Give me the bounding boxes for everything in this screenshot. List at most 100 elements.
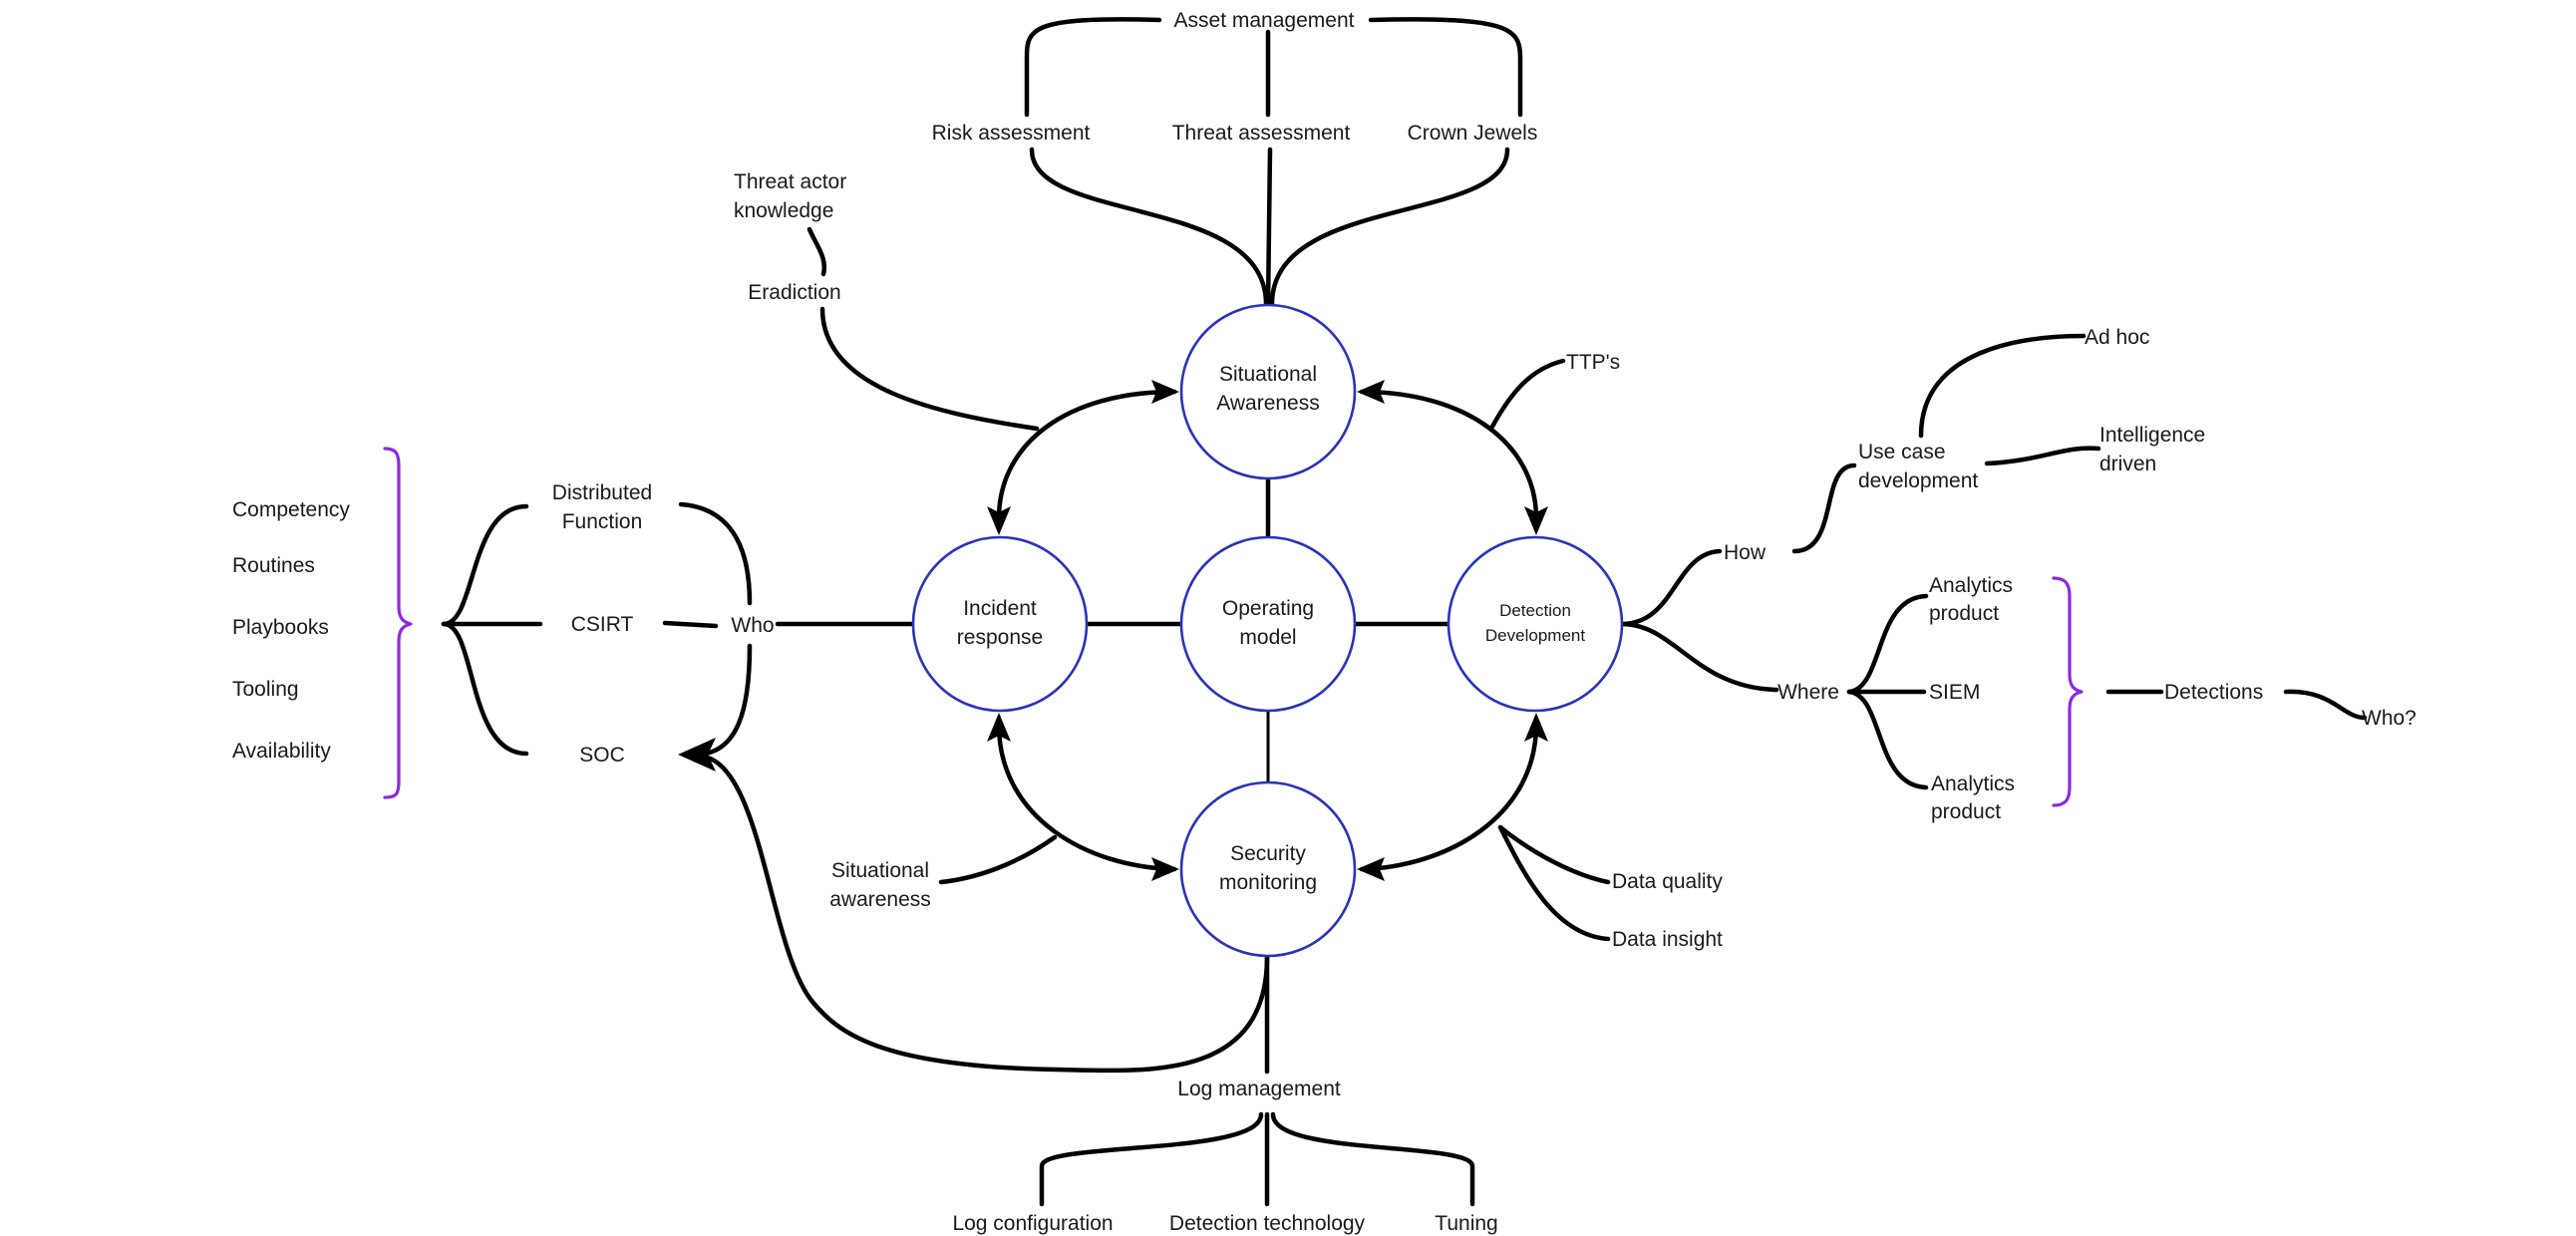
arrow-to-dd-top bbox=[1524, 506, 1548, 535]
edge-eradiction-sa bbox=[819, 306, 1040, 432]
node-incident-response: Incident response bbox=[911, 535, 1089, 713]
edge-threat-sa bbox=[1265, 147, 1273, 307]
asset-management-label: Asset management bbox=[1174, 9, 1355, 32]
edge-usecase-intel bbox=[1984, 446, 2101, 466]
edge-dq bbox=[1497, 824, 1611, 885]
edge-logmgmt-tuning bbox=[1270, 1111, 1475, 1207]
edge-sitaw-link bbox=[938, 834, 1058, 885]
detection-development-line1: Detection bbox=[1499, 601, 1571, 620]
situational-awareness-line1: Situational bbox=[1219, 363, 1317, 386]
analytics-product-1-line2: product bbox=[1929, 602, 1999, 625]
ad-hoc-label: Ad hoc bbox=[2085, 326, 2149, 349]
use-case-development-line1: Use case bbox=[1858, 441, 1946, 464]
edge-threatactor-eradiction bbox=[806, 226, 827, 277]
situational-awareness-small-line1: Situational bbox=[831, 859, 929, 882]
analytics-product-2-line1: Analytics bbox=[1931, 772, 2015, 795]
edge-asset-crown bbox=[1368, 17, 1523, 118]
arrow-to-sa-right bbox=[1357, 380, 1385, 404]
soc-label: SOC bbox=[579, 744, 625, 767]
edge-where-analytics1 bbox=[1846, 593, 1929, 695]
threat-actor-knowledge-line1: Threat actor bbox=[734, 170, 846, 193]
csirt-label: CSIRT bbox=[571, 613, 634, 636]
competency-label: Competency bbox=[232, 498, 350, 521]
analytics-product-2-line2: product bbox=[1931, 800, 2001, 823]
who-question-label: Who? bbox=[2362, 707, 2416, 730]
detection-technology-label: Detection technology bbox=[1169, 1212, 1366, 1235]
arrow-to-sm-right bbox=[1357, 857, 1385, 881]
data-quality-label: Data quality bbox=[1612, 870, 1723, 893]
arrow-to-soc bbox=[678, 738, 716, 772]
edge-dd-how bbox=[1619, 548, 1723, 627]
operating-model-circle bbox=[1179, 535, 1357, 713]
edge-who-distributed bbox=[678, 501, 753, 606]
arrow-to-dd-bottom bbox=[1524, 713, 1548, 742]
detection-development-circle bbox=[1447, 535, 1624, 713]
edge-crown-sa bbox=[1269, 147, 1510, 307]
tooling-label: Tooling bbox=[232, 678, 299, 701]
operating-model-line2: model bbox=[1239, 626, 1296, 649]
edge-where-analytics2 bbox=[1846, 689, 1929, 790]
security-monitoring-line1: Security bbox=[1230, 842, 1306, 865]
operating-model-line1: Operating bbox=[1222, 597, 1314, 620]
edge-sa-ir bbox=[996, 389, 1177, 521]
risk-assessment-label: Risk assessment bbox=[932, 122, 1091, 145]
incident-response-circle bbox=[911, 535, 1089, 713]
eradiction-label: Eradiction bbox=[748, 281, 840, 304]
edge-ttps bbox=[1489, 358, 1566, 430]
node-situational-awareness: Situational Awareness bbox=[1179, 303, 1357, 480]
edge-sm-ir bbox=[996, 722, 1177, 872]
edge-who-soc bbox=[695, 643, 753, 758]
how-label: How bbox=[1724, 541, 1767, 564]
crown-jewels-label: Crown Jewels bbox=[1408, 122, 1538, 145]
edge-csirt-who bbox=[662, 620, 719, 629]
arrow-to-sa-left bbox=[1151, 380, 1179, 404]
siem-label: SIEM bbox=[1929, 681, 1980, 704]
left-labels: Competency Routines Playbooks Tooling Av… bbox=[232, 481, 775, 767]
edge-left-distributed bbox=[441, 503, 529, 627]
distributed-function-line2: Function bbox=[562, 510, 643, 533]
arrowheads bbox=[678, 380, 1548, 881]
detection-development-line2: Development bbox=[1485, 626, 1585, 645]
routines-label: Routines bbox=[232, 554, 315, 577]
node-security-monitoring: Security monitoring bbox=[1179, 780, 1357, 958]
left-brace bbox=[383, 447, 413, 799]
right-brace bbox=[2052, 576, 2084, 807]
data-insight-label: Data insight bbox=[1612, 928, 1723, 951]
incident-response-line2: response bbox=[957, 626, 1043, 649]
distributed-function-line1: Distributed bbox=[552, 481, 652, 504]
intelligence-driven-line1: Intelligence bbox=[2099, 424, 2205, 447]
detections-label: Detections bbox=[2164, 681, 2263, 704]
availability-label: Availability bbox=[232, 740, 331, 763]
edge-sm-soc bbox=[695, 753, 1270, 1074]
edge-asset-risk bbox=[1024, 17, 1162, 118]
arrow-to-sm-left bbox=[1151, 857, 1179, 881]
log-configuration-label: Log configuration bbox=[952, 1212, 1113, 1235]
situational-awareness-line2: Awareness bbox=[1216, 392, 1320, 415]
edges bbox=[441, 17, 2368, 1207]
threat-actor-knowledge-line2: knowledge bbox=[734, 199, 833, 222]
edge-sm-dd bbox=[1359, 722, 1539, 872]
log-management-label: Log management bbox=[1177, 1078, 1341, 1100]
where-label: Where bbox=[1777, 681, 1839, 704]
node-detection-development: Detection Development bbox=[1447, 535, 1624, 713]
analytics-product-1-line1: Analytics bbox=[1929, 574, 2013, 597]
edge-how-usecase bbox=[1791, 463, 1857, 554]
edge-di bbox=[1497, 824, 1611, 942]
ttps-label: TTP's bbox=[1566, 351, 1620, 374]
who-label: Who bbox=[731, 614, 774, 637]
edge-usecase-adhoc bbox=[1918, 333, 2087, 439]
edge-sa-dd bbox=[1359, 389, 1539, 521]
security-monitoring-circle bbox=[1179, 780, 1357, 958]
edge-dd-where bbox=[1619, 621, 1779, 693]
use-case-development-line2: development bbox=[1858, 469, 1978, 492]
situational-awareness-circle bbox=[1179, 303, 1357, 480]
threat-assessment-label: Threat assessment bbox=[1172, 122, 1351, 145]
bottom-labels: Situational awareness Data quality Data … bbox=[829, 859, 1723, 1235]
edge-left-soc bbox=[441, 621, 529, 757]
arrow-to-ir-bottom bbox=[987, 713, 1011, 742]
playbooks-label: Playbooks bbox=[232, 616, 329, 639]
incident-response-line1: Incident bbox=[963, 597, 1037, 620]
security-monitoring-line2: monitoring bbox=[1219, 871, 1317, 894]
braces bbox=[383, 447, 2084, 807]
